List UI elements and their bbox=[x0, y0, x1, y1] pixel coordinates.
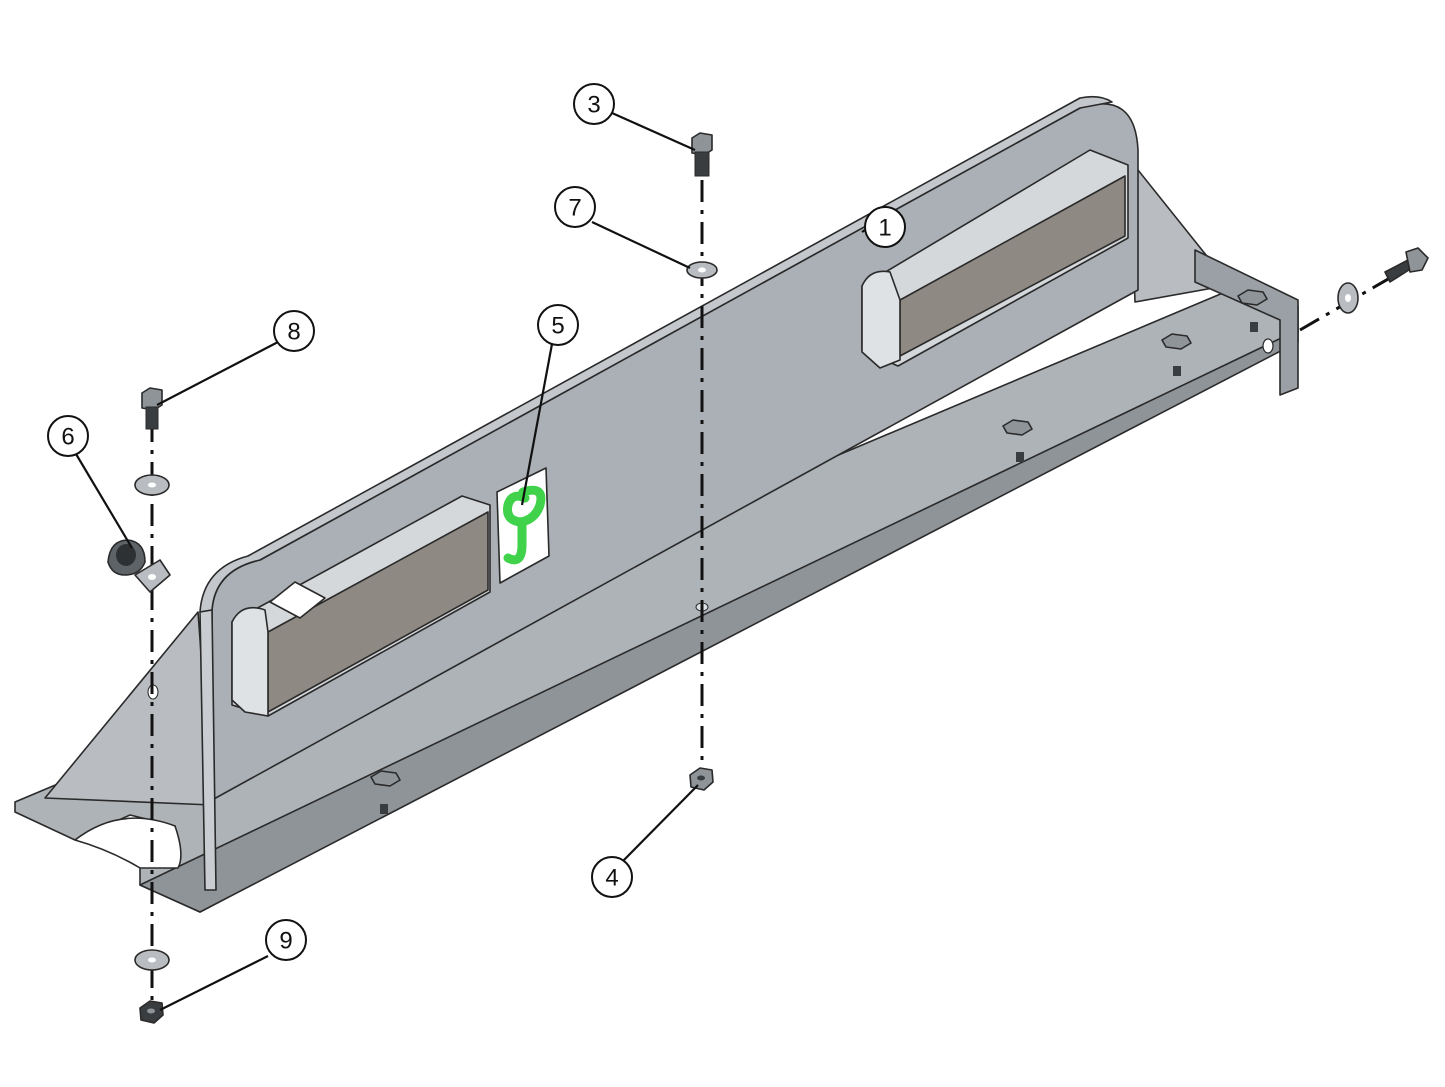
leader-9 bbox=[159, 955, 269, 1011]
leader-3 bbox=[611, 111, 696, 152]
callout-balloon-3: 3 bbox=[573, 83, 615, 125]
leader-4 bbox=[621, 784, 699, 863]
right-pad bbox=[861, 149, 1129, 369]
left-pad bbox=[231, 495, 491, 717]
callout-balloon-1: 1 bbox=[864, 206, 906, 248]
leader-8 bbox=[156, 341, 279, 406]
callout-balloon-7: 7 bbox=[554, 186, 596, 228]
web-left-edge bbox=[199, 609, 217, 891]
washer-part-7 bbox=[686, 261, 718, 279]
callout-balloon-5: 5 bbox=[537, 304, 579, 346]
callout-label-3: 3 bbox=[587, 92, 600, 119]
callout-label-9: 9 bbox=[279, 928, 292, 955]
base-bolt-head bbox=[1002, 419, 1033, 462]
callout-label-5: 5 bbox=[551, 313, 564, 340]
callout-balloon-8: 8 bbox=[273, 310, 315, 352]
leader-7 bbox=[591, 221, 691, 269]
callout-label-8: 8 bbox=[287, 319, 300, 346]
right-washer bbox=[1337, 282, 1359, 314]
washer-lower-left bbox=[134, 949, 170, 971]
leader-5 bbox=[520, 343, 554, 506]
callout-balloon-9: 9 bbox=[265, 919, 307, 961]
nut-part-9 bbox=[139, 1000, 164, 1024]
base-cutout bbox=[74, 817, 182, 869]
nut-part-4 bbox=[689, 767, 714, 791]
warning-label bbox=[496, 467, 550, 584]
web-top-edge bbox=[199, 95, 1113, 613]
callout-label-6: 6 bbox=[61, 424, 74, 451]
callout-label-7: 7 bbox=[568, 195, 581, 222]
clamp-part-6 bbox=[107, 539, 171, 593]
bolt-part-3 bbox=[691, 132, 713, 177]
flange-hole bbox=[1262, 338, 1274, 354]
base-bolts bbox=[370, 289, 1268, 814]
base-bolt-head bbox=[370, 770, 401, 814]
base-bolt-head bbox=[1237, 289, 1268, 332]
right-bolt bbox=[1384, 247, 1429, 283]
leader-6 bbox=[75, 453, 133, 549]
callout-label-4: 4 bbox=[605, 865, 618, 892]
label-hook-symbol bbox=[503, 485, 546, 565]
callout-balloon-4: 4 bbox=[591, 856, 633, 898]
callout-label-1: 1 bbox=[878, 215, 891, 242]
callout-balloon-6: 6 bbox=[47, 415, 89, 457]
washer-upper-left bbox=[134, 474, 170, 496]
right-end-flange bbox=[1194, 249, 1299, 396]
bolt-part-8 bbox=[141, 387, 163, 430]
base-bolt-head bbox=[1161, 333, 1192, 376]
left-gusset bbox=[44, 611, 213, 806]
